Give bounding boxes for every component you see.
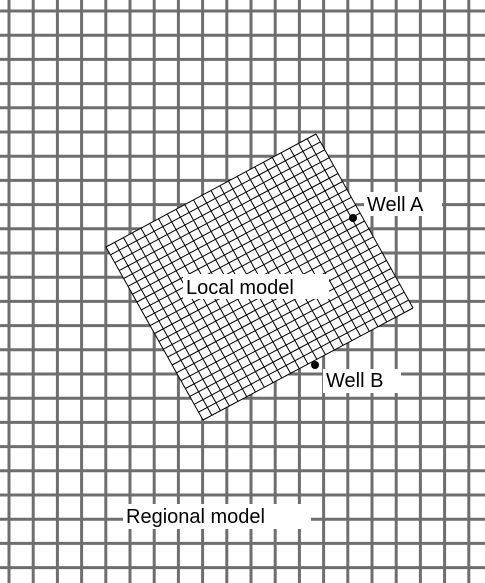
- well-b-label-backdrop: [323, 369, 401, 393]
- local-grid-line: [105, 133, 317, 248]
- regional-model-label-backdrop: [123, 504, 311, 529]
- local-grid-line: [132, 181, 343, 295]
- local-grid-line: [110, 141, 321, 256]
- local-grid-line: [141, 196, 352, 311]
- well-a-label-backdrop: [364, 192, 442, 216]
- local-grid-line: [136, 188, 348, 303]
- well-a-label: Well A: [367, 194, 424, 216]
- local-grid-line: [114, 149, 326, 264]
- local-grid-line: [180, 268, 392, 382]
- local-model-label-backdrop: [183, 274, 329, 299]
- well-a-marker: [349, 214, 357, 222]
- local-grid-line: [171, 252, 383, 366]
- well-b-marker: [311, 361, 319, 369]
- local-grid-line: [123, 165, 334, 279]
- local-model-label-group: Local model: [183, 274, 329, 299]
- local-grid-line: [167, 244, 378, 358]
- local-grid-line: [176, 260, 387, 374]
- local-grid-line: [198, 299, 409, 413]
- local-model-label: Local model: [186, 277, 294, 299]
- regional-model-label-group: Regional model: [123, 504, 311, 529]
- local-grid-line: [149, 212, 361, 327]
- local-grid-line: [189, 283, 401, 397]
- local-grid-line: [145, 204, 356, 319]
- local-grid-line: [202, 307, 414, 421]
- local-grid-line: [193, 291, 405, 405]
- well-b-group: Well B: [311, 361, 401, 393]
- local-grid-line: [185, 275, 396, 389]
- local-grid-line: [118, 157, 330, 272]
- local-grid-line: [127, 173, 339, 287]
- well-b-label: Well B: [326, 370, 383, 392]
- well-a-group: Well A: [349, 192, 442, 222]
- regional-model-label: Regional model: [126, 506, 265, 528]
